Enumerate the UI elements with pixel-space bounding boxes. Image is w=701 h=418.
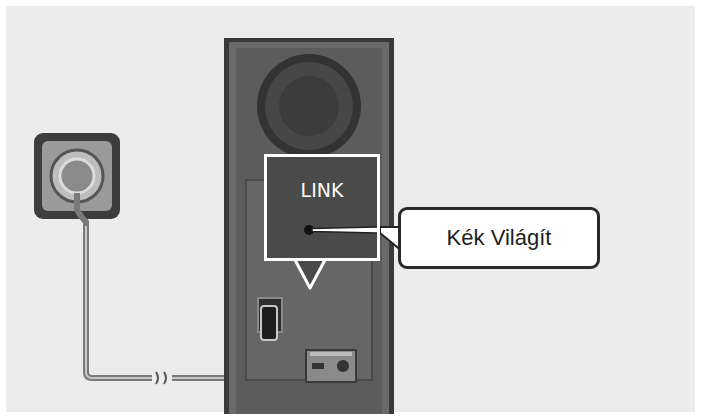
link-panel: LINK (264, 154, 380, 261)
led-indicator (267, 157, 377, 258)
leader-line (380, 227, 400, 249)
port-label: LINK (267, 157, 377, 201)
status-callout: Kék Világít (398, 207, 600, 269)
callout-text: Kék Világít (447, 225, 552, 251)
